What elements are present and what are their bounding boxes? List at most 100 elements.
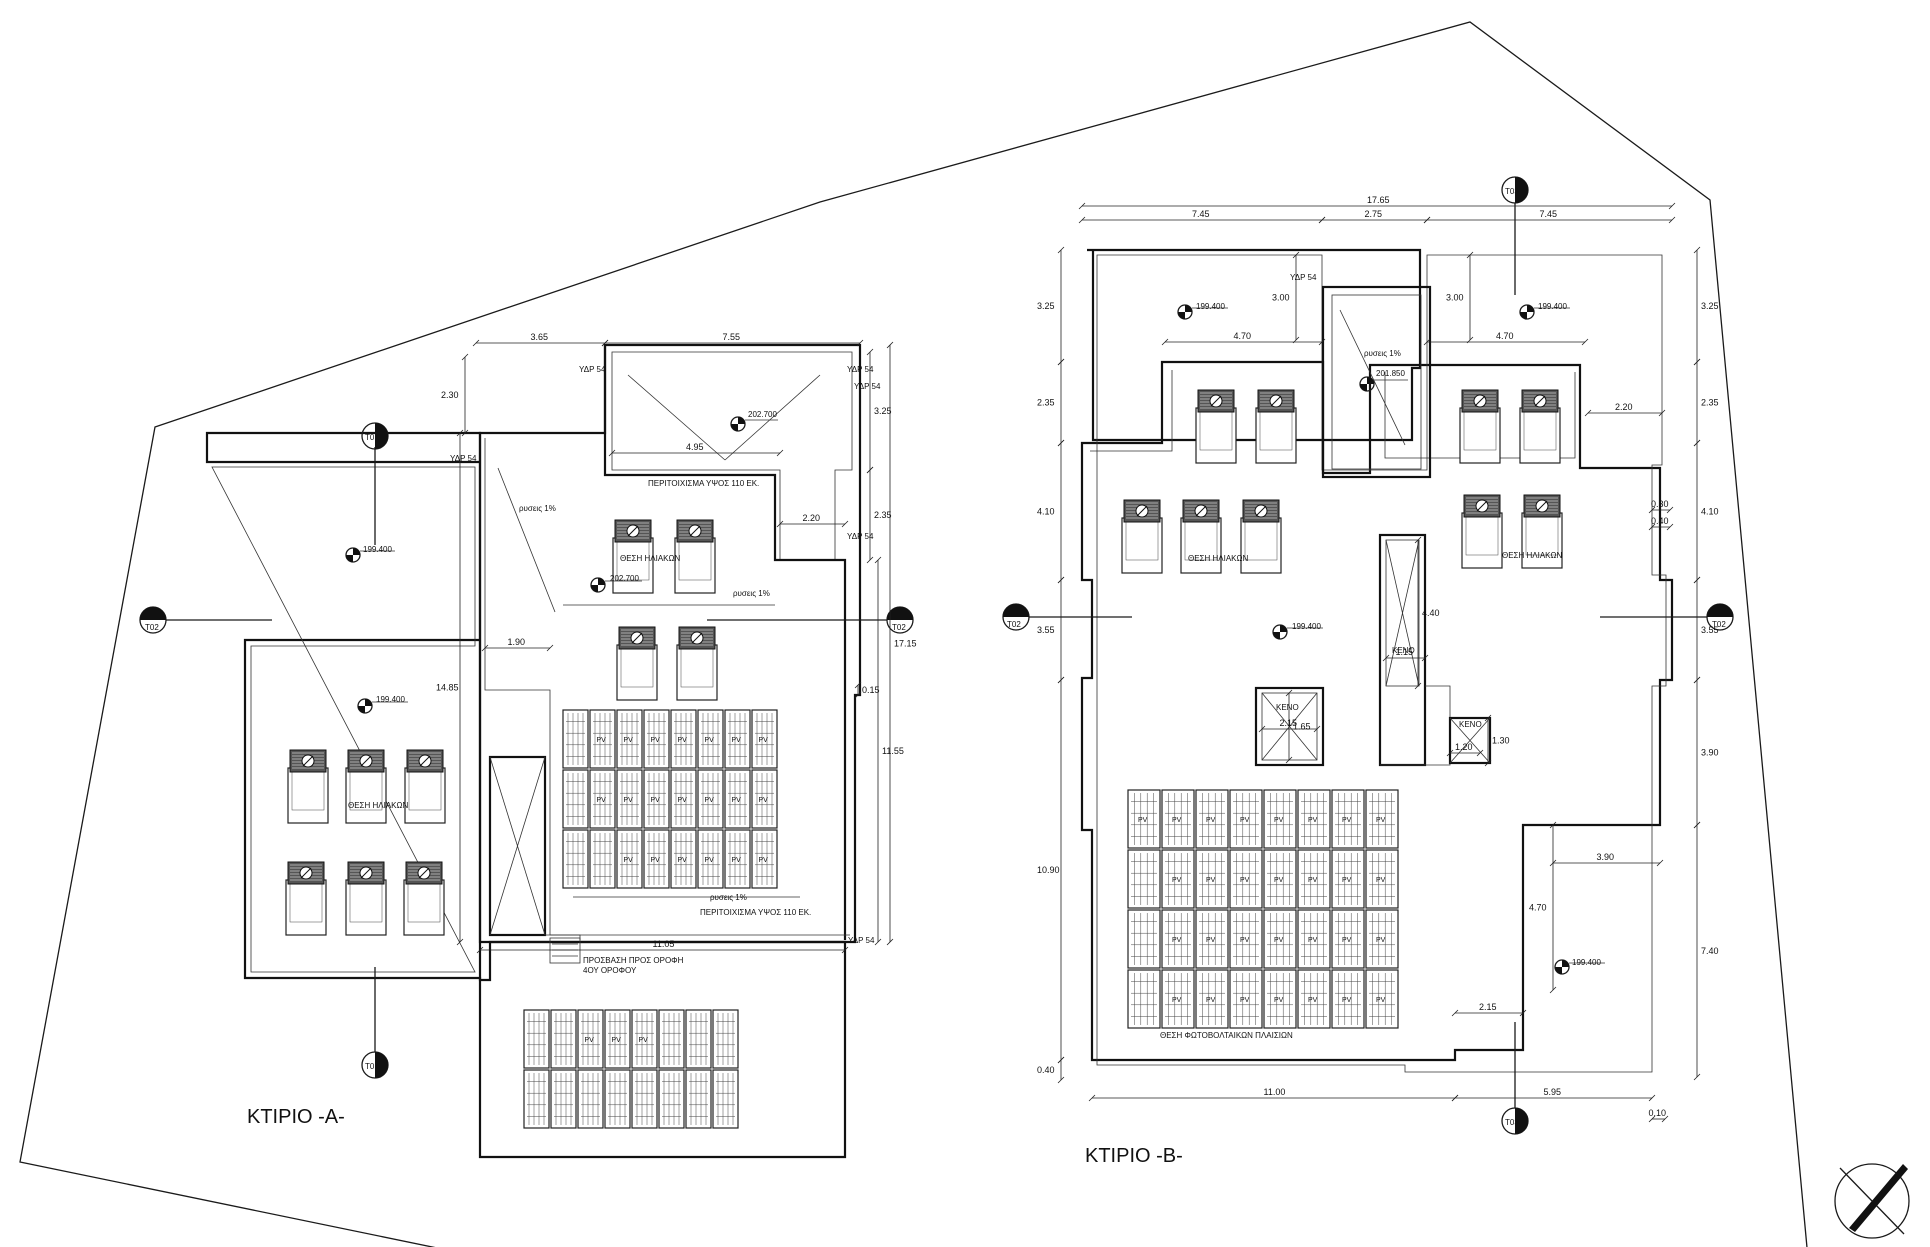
pv-panel-label: PV (585, 1037, 595, 1044)
pv-panel: PV (643, 829, 670, 889)
svg-text:17.15: 17.15 (894, 639, 917, 649)
pv-panel-label: PV (732, 797, 742, 804)
dimension: 0.40 (1037, 1056, 1065, 1084)
pv-panel: PV (1365, 849, 1399, 909)
section-markers-building-b (1002, 176, 1734, 1135)
level-value-2: 202.700 (610, 574, 639, 583)
pv-panel: PV (1229, 969, 1263, 1029)
pv-panel (550, 1069, 577, 1129)
svg-text:4.70: 4.70 (1234, 331, 1252, 341)
dimension: 0.30 (1648, 499, 1674, 514)
svg-text:1.15: 1.15 (1396, 647, 1414, 657)
pv-panel-label: PV (1308, 937, 1318, 944)
pv-panel: PV (589, 709, 616, 769)
pv-panel: PV (643, 709, 670, 769)
building-b-labels: ΘΕΣΗ ΗΛΙΑΚΩΝ ΘΕΣΗ ΗΛΙΑΚΩΝ ΘΕΣΗ ΦΩΤΟΒΟΛΤΑ… (1007, 187, 1726, 1167)
svg-text:2.35: 2.35 (1037, 398, 1055, 408)
svg-text:3.90: 3.90 (1597, 852, 1615, 862)
svg-text:11.00: 11.00 (1264, 1087, 1286, 1097)
section-tag-4: T02 (1712, 620, 1726, 629)
pv-panel-label: PV (1274, 877, 1284, 884)
pv-panel (550, 1009, 577, 1069)
pv-panel: PV (1365, 969, 1399, 1029)
svg-text:7.45: 7.45 (1192, 209, 1210, 219)
pv-panel: PV (589, 769, 616, 829)
solar-position-label-2: ΘΕΣΗ ΗΛΙΑΚΩΝ (348, 801, 409, 810)
pv-panel-label: PV (1274, 997, 1284, 1004)
solar-heater (287, 749, 329, 824)
dimension: 0.40 (1648, 516, 1674, 531)
level-markers-building-b (1177, 304, 1605, 975)
pv-panel-label: PV (1342, 817, 1352, 824)
svg-text:0.30: 0.30 (1651, 499, 1669, 509)
dimension: 2.15 (1258, 718, 1321, 733)
pv-panel (523, 1009, 550, 1069)
pv-panel: PV (1263, 849, 1297, 909)
pv-panel (685, 1009, 712, 1069)
pv-panel-label: PV (1172, 997, 1182, 1004)
pv-panel-label: PV (597, 797, 607, 804)
dimension: 7.55 (601, 332, 864, 347)
section-tag-4: T02 (892, 623, 906, 632)
pv-panel: PV (1331, 789, 1365, 849)
pv-panel (712, 1069, 739, 1129)
pv-panel: PV (724, 769, 751, 829)
pv-panel: PV (751, 769, 778, 829)
pv-panel-label: PV (1206, 817, 1216, 824)
pv-panel: PV (1161, 969, 1195, 1029)
pv-panel-label: PV (612, 1037, 622, 1044)
pv-panel-label: PV (1172, 937, 1182, 944)
dimension: 7.40 (1693, 821, 1719, 1081)
void-label-3: ΚΕΝΟ (1459, 720, 1482, 729)
pv-panel: PV (1263, 969, 1297, 1029)
svg-text:5.95: 5.95 (1544, 1087, 1562, 1097)
solar-position-label-2: ΘΕΣΗ ΗΛΙΑΚΩΝ (1502, 551, 1563, 560)
dimension: 4.40 (1414, 536, 1440, 690)
level-value-3: 199.400 (363, 545, 392, 554)
access-label: ΠΡΟΣΒΑΣΗ ΠΡΟΣ ΟΡΟΦΗ (583, 956, 684, 965)
svg-text:2.30: 2.30 (441, 390, 459, 400)
svg-text:4.10: 4.10 (1037, 507, 1055, 517)
pv-panel-label: PV (1376, 877, 1386, 884)
svg-text:3.55: 3.55 (1037, 625, 1055, 635)
pv-panel-label: PV (651, 857, 661, 864)
section-tag: T01 (365, 433, 379, 442)
pv-panel (577, 1069, 604, 1129)
svg-text:3.25: 3.25 (1037, 301, 1055, 311)
pv-panel: PV (1229, 909, 1263, 969)
dimension: 3.55 (1693, 576, 1719, 684)
pv-panel-label: PV (1308, 817, 1318, 824)
pv-panel: PV (604, 1009, 631, 1069)
pv-panel-label: PV (1308, 877, 1318, 884)
pv-panel-label: PV (1240, 937, 1250, 944)
level-value-4: 199.400 (376, 695, 405, 704)
svg-text:7.45: 7.45 (1540, 209, 1558, 219)
pv-panel-label: PV (1376, 817, 1386, 824)
pv-panel-label: PV (1274, 937, 1284, 944)
dimension: 11.55 (874, 556, 904, 946)
solar-heater (285, 861, 327, 936)
pv-panel-label: PV (705, 857, 715, 864)
pv-panel: PV (724, 709, 751, 769)
dimension: 2.20 (776, 513, 849, 528)
svg-text:1.90: 1.90 (508, 637, 526, 647)
void-label-2: ΚΕΝΟ (1276, 703, 1299, 712)
svg-text:4.70: 4.70 (1529, 903, 1547, 913)
svg-text:11.55: 11.55 (882, 746, 904, 756)
pv-panel: PV (1365, 789, 1399, 849)
svg-text:2.20: 2.20 (803, 513, 821, 523)
dimension: 14.85 (436, 429, 464, 946)
north-arrow (1834, 1163, 1910, 1239)
dimension: 1.90 (481, 637, 554, 652)
solar-heaters-building-b (1121, 389, 1563, 574)
solar-position-label: ΘΕΣΗ ΗΛΙΑΚΩΝ (1188, 554, 1249, 563)
level-value-5: 199.400 (1572, 958, 1601, 967)
pv-panel: PV (697, 709, 724, 769)
dimension: 2.35 (866, 466, 892, 564)
slope-label: ρυσεις 1% (519, 504, 556, 513)
svg-text:1.65: 1.65 (1293, 722, 1311, 732)
dimension: 0.10 (1649, 1108, 1669, 1123)
